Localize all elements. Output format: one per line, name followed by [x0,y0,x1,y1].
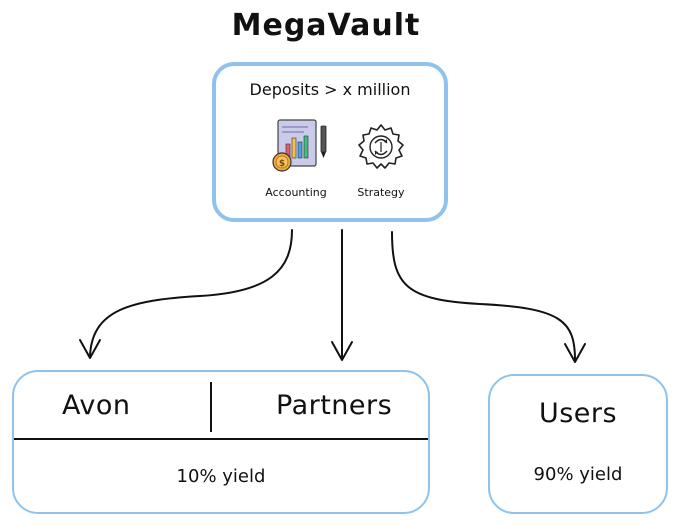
arrow-to-users [391,231,576,361]
avon-label: Avon [62,390,131,421]
vault-subtitle: Deposits > x million [249,80,411,99]
accounting-label: Accounting [265,186,327,199]
split-divider [210,382,212,432]
strategy-icon [356,122,406,172]
section-divider [14,438,428,440]
avon-partners-box: Avon Partners 10% yield [12,370,430,514]
avon-partners-yield: 10% yield [176,466,266,487]
strategy-label: Strategy [357,186,405,199]
partners-label: Partners [276,390,393,421]
users-yield: 90% yield [533,464,623,485]
users-label: Users [538,398,618,429]
diagram-title: MegaVault [231,8,421,43]
megavault-box: Deposits > x million $ Accounting [212,62,448,222]
arrow-to-avon [89,229,293,357]
accounting-icon: $ [268,118,334,174]
svg-text:$: $ [279,159,285,169]
users-box: Users 90% yield [488,374,668,514]
